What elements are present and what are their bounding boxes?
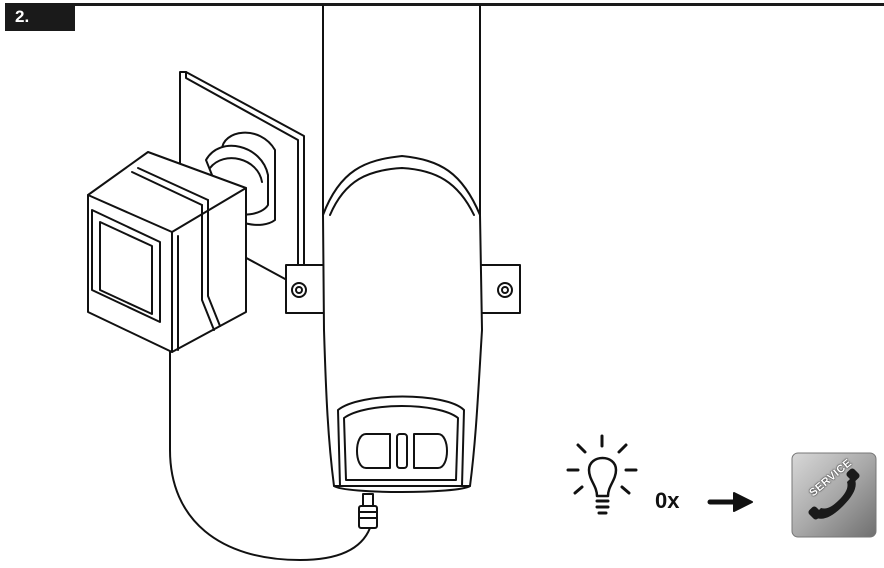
device-housing — [322, 155, 483, 493]
mounting-bracket-right — [477, 264, 521, 314]
light-bulb-icon — [566, 434, 638, 515]
phone-handset-icon — [808, 468, 860, 520]
cable-connector — [358, 493, 378, 529]
service-button[interactable]: SERVICE — [791, 452, 877, 538]
step-number-badge: 2. — [5, 3, 75, 31]
blink-count-label: 0x — [655, 488, 680, 513]
adapter-cable — [169, 351, 371, 561]
header-rule — [75, 3, 884, 6]
right-arrow-icon — [707, 492, 753, 512]
mounting-bracket-left — [285, 264, 329, 314]
service-button-face — [791, 452, 877, 538]
power-adapter — [87, 144, 269, 353]
mounting-pole — [322, 5, 481, 216]
